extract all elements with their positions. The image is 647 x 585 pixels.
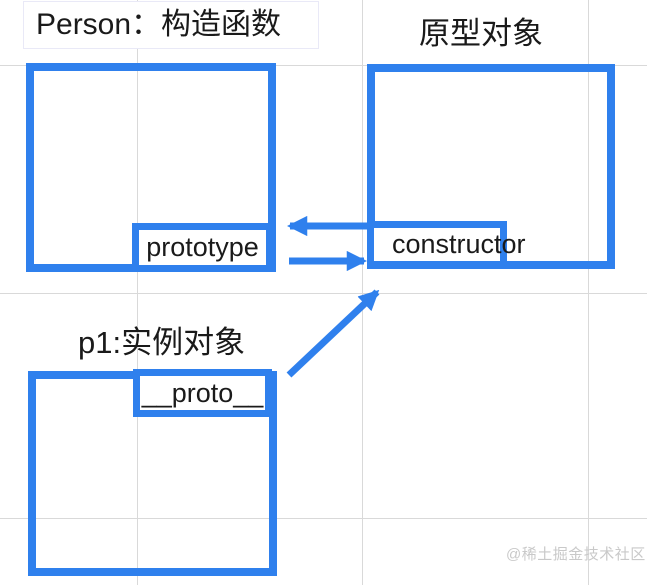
prototype-member-box: prototype [132,223,273,272]
gridline-vertical-1 [137,0,138,585]
proto-member-label: __proto__ [141,377,264,408]
constructor-member-box: constructor [367,221,526,268]
gridline-horizontal-1 [0,65,647,66]
gridline-horizontal-2 [0,293,647,294]
arrow-proto-to-prototype-object [286,289,380,378]
prototype-object-title: 原型对象 [419,16,543,51]
instance-object-title: p1:实例对象 [78,325,246,360]
gridline-horizontal-3 [0,518,647,519]
watermark: @稀土掘金技术社区 [506,546,646,563]
constructor-function-title: Person：构造函数 [23,1,319,49]
constructor-member-label: constructor [392,229,526,259]
proto-member-box: __proto__ [133,369,272,417]
prototype-member-label: prototype [146,232,259,262]
gridline-vertical-3 [588,0,589,585]
